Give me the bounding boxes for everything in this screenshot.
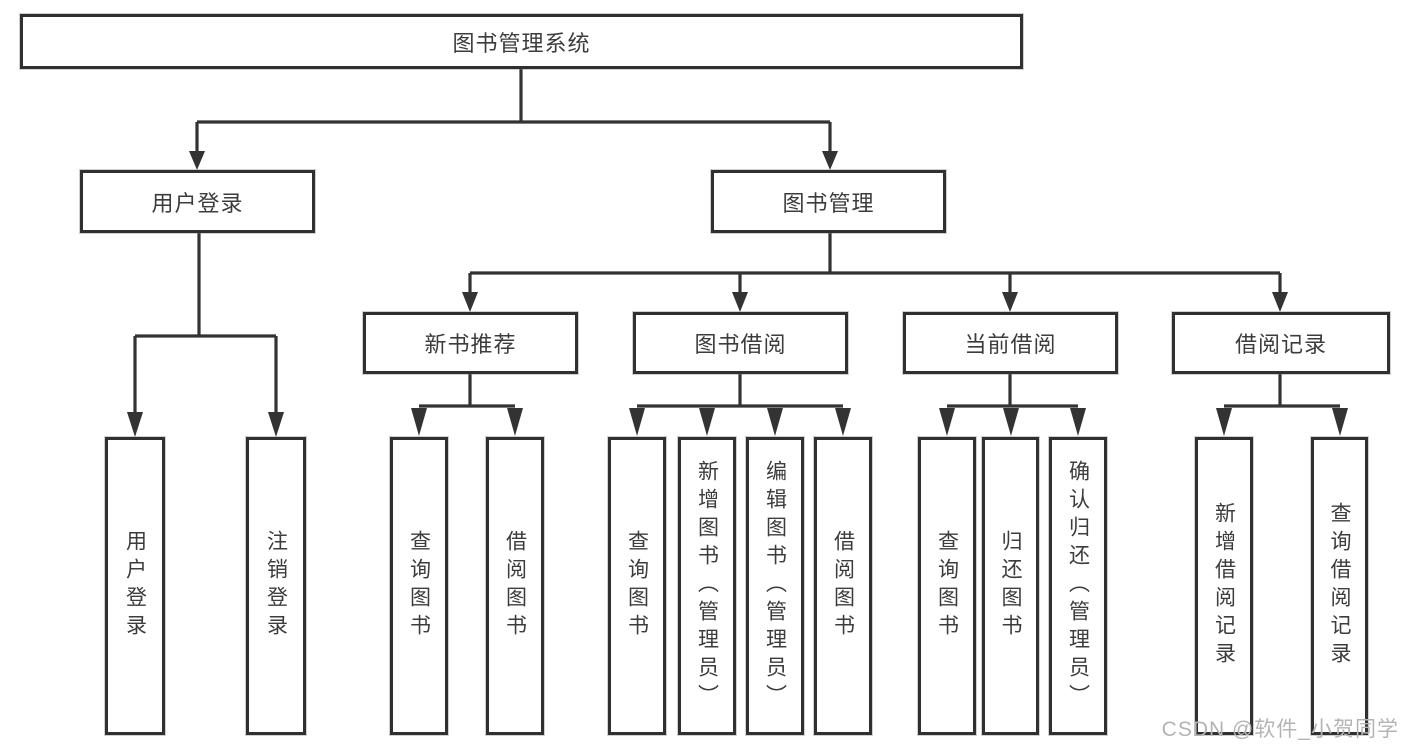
node-book-borrow-label: 图书借阅 (694, 332, 787, 357)
arrowhead (189, 151, 205, 170)
arrowhead (939, 408, 955, 436)
leaf-confirm-return-admin: 确认归还（管理员） (1049, 437, 1107, 735)
arrowhead (767, 408, 783, 436)
arrowhead (699, 408, 715, 436)
leaf-borrow-books-recommend-label: 借阅图书 (503, 530, 527, 642)
node-user-login: 用户登录 (80, 170, 315, 233)
connector-recommend-to-leaves (411, 374, 523, 436)
leaf-user-login: 用户登录 (105, 437, 165, 735)
leaf-borrow-books-recommend: 借阅图书 (486, 437, 544, 735)
leaf-return-book-label: 归还图书 (999, 530, 1022, 642)
node-book-borrow: 图书借阅 (633, 312, 848, 374)
arrowhead (1272, 292, 1288, 312)
arrowhead (1332, 408, 1348, 436)
arrowhead (127, 412, 143, 437)
leaf-query-borrow-record-label: 查询借阅记录 (1328, 502, 1351, 670)
node-book-management: 图书管理 (711, 170, 946, 233)
leaf-edit-book-admin-label: 编辑图书（管理员） (763, 460, 787, 712)
leaf-query-books-recommend: 查询图书 (390, 437, 448, 735)
arrowhead (1216, 408, 1232, 436)
connector-records-to-leaves (1216, 374, 1348, 436)
node-new-book-recommend-label: 新书推荐 (424, 332, 517, 357)
leaf-confirm-return-admin-label: 确认归还（管理员） (1066, 460, 1090, 712)
leaf-borrow-books-borrow: 借阅图书 (814, 437, 872, 735)
leaf-edit-book-admin: 编辑图书（管理员） (746, 437, 804, 735)
leaf-query-books-borrow-label: 查询图书 (625, 530, 649, 642)
node-current-borrow: 当前借阅 (903, 312, 1118, 374)
arrowhead (822, 151, 838, 170)
arrowhead (629, 408, 645, 436)
node-current-borrow-label: 当前借阅 (964, 332, 1057, 357)
leaf-add-book-admin-label: 新增图书（管理员） (695, 460, 719, 712)
arrowhead (268, 412, 284, 437)
leaf-user-login-label: 用户登录 (123, 530, 147, 642)
watermark: CSDN @软件_小贺同学 (1161, 718, 1399, 741)
connector-books-to-level3 (462, 233, 1288, 312)
leaf-logout-label: 注销登录 (264, 530, 288, 642)
node-borrow-records: 借阅记录 (1172, 312, 1390, 374)
arrowhead (411, 408, 427, 436)
connector-current-to-leaves (939, 374, 1086, 436)
node-user-login-label: 用户登录 (151, 190, 244, 216)
arrowhead (1002, 292, 1018, 312)
node-root: 图书管理系统 (20, 14, 1023, 69)
connector-borrow-to-leaves (629, 374, 851, 436)
leaf-add-borrow-record-label: 新增借阅记录 (1212, 502, 1236, 670)
arrowhead (835, 408, 851, 436)
node-new-book-recommend: 新书推荐 (363, 312, 578, 374)
node-borrow-records-label: 借阅记录 (1234, 332, 1327, 357)
node-book-management-label: 图书管理 (782, 190, 875, 216)
arrowhead (732, 292, 748, 312)
leaf-query-books-current: 查询图书 (918, 437, 976, 735)
leaf-query-books-recommend-label: 查询图书 (407, 530, 431, 642)
leaf-query-books-borrow: 查询图书 (608, 437, 666, 735)
node-root-label: 图书管理系统 (452, 30, 591, 56)
leaf-add-borrow-record: 新增借阅记录 (1195, 437, 1253, 735)
connector-root-to-level2 (189, 69, 838, 170)
leaf-add-book-admin: 新增图书（管理员） (678, 437, 736, 735)
arrowhead (1003, 408, 1019, 436)
arrowhead (1070, 408, 1086, 436)
leaf-borrow-books-borrow-label: 借阅图书 (831, 530, 855, 642)
connector-login-to-leaves (127, 233, 284, 437)
leaf-query-borrow-record: 查询借阅记录 (1311, 437, 1368, 735)
arrowhead (462, 292, 478, 312)
arrowhead (507, 408, 523, 436)
leaf-return-book: 归还图书 (982, 437, 1039, 735)
leaf-logout: 注销登录 (246, 437, 306, 735)
leaf-query-books-current-label: 查询图书 (935, 530, 959, 642)
